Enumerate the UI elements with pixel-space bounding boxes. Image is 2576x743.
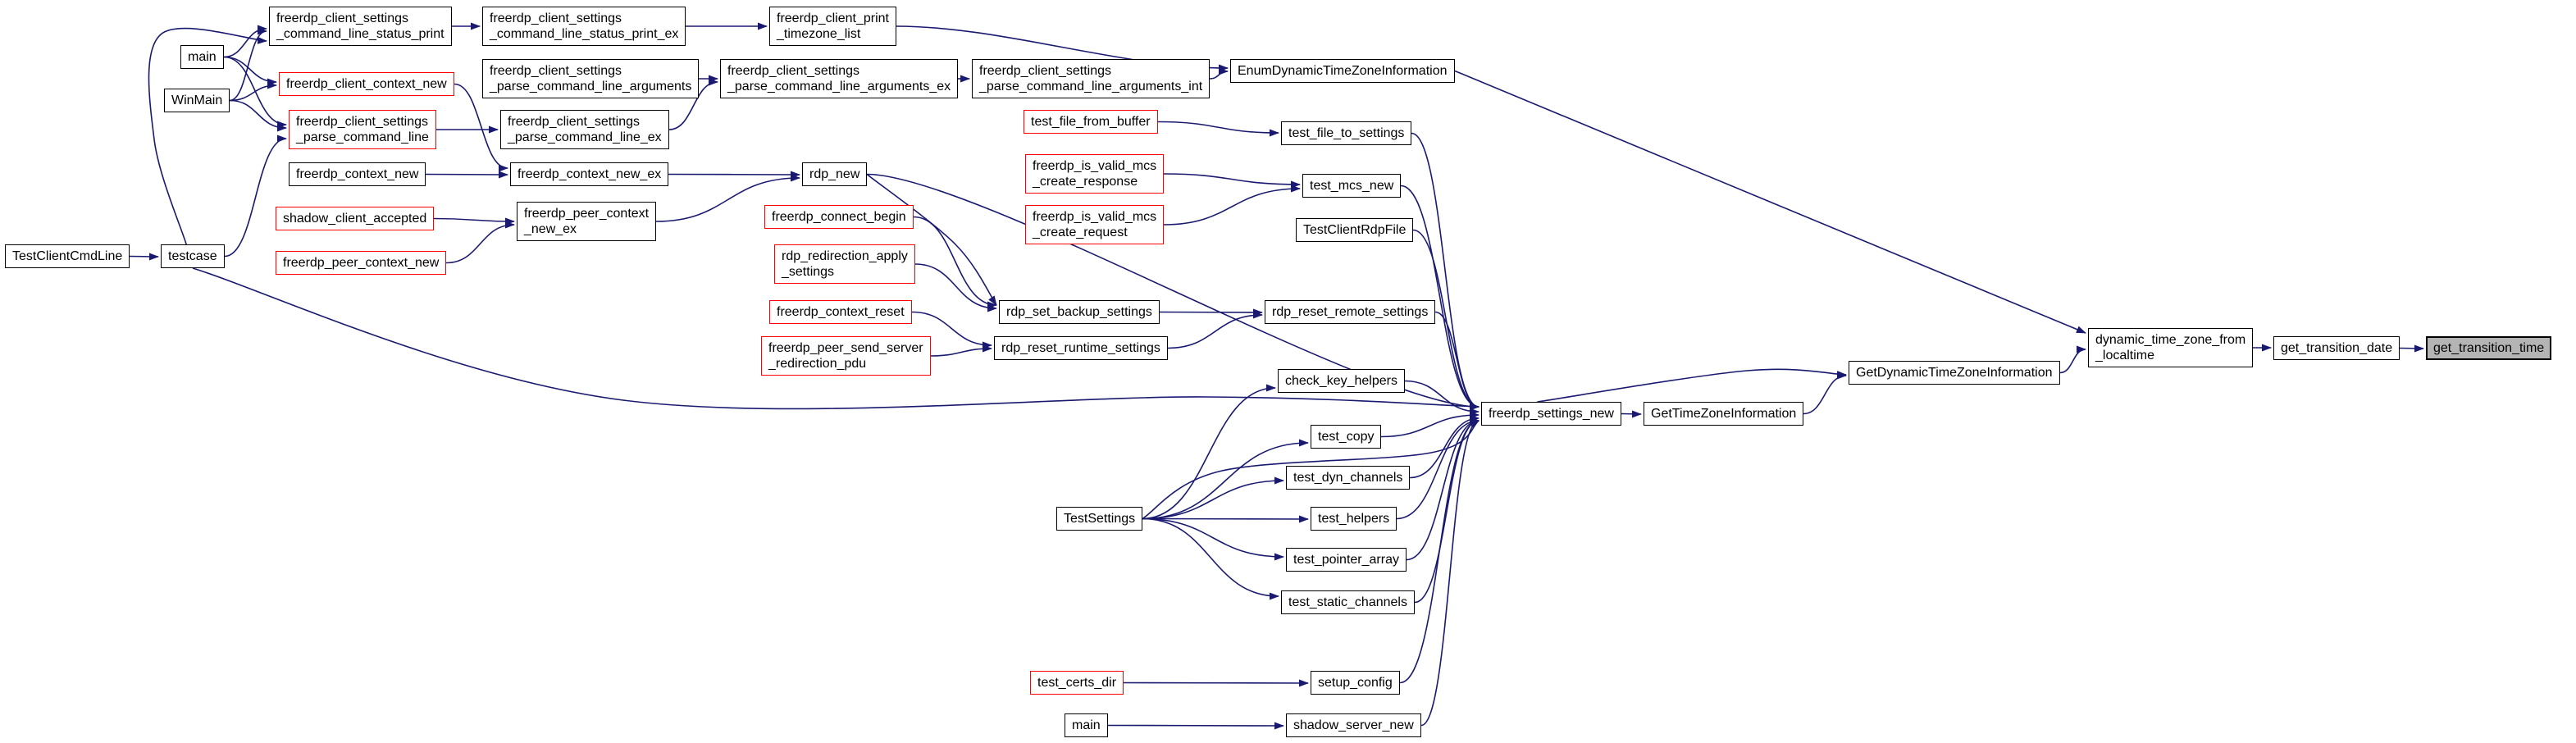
- edge-connect_begin-rdp_set_backup_settings: [913, 216, 997, 309]
- edge-testcase-client_status_print: [148, 27, 267, 245]
- node-client_status_print_ex[interactable]: freerdp_client_settings _command_line_st…: [482, 7, 686, 47]
- node-get_dynamic_tz_info[interactable]: GetDynamicTimeZoneInformation: [1849, 361, 2060, 385]
- node-test_file_to_settings[interactable]: test_file_to_settings: [1281, 121, 1412, 146]
- edge-enum_dynamic_tz-dynamic_tz_from_localtime: [1454, 70, 2086, 334]
- node-mcs_create_response[interactable]: freerdp_is_valid_mcs _create_response: [1025, 154, 1165, 194]
- edge-winmain-client_status_print: [229, 27, 267, 102]
- node-rdp_set_backup_settings[interactable]: rdp_set_backup_settings: [999, 300, 1160, 325]
- node-check_key_helpers[interactable]: check_key_helpers: [1278, 369, 1405, 394]
- node-dynamic_tz_from_localtime[interactable]: dynamic_time_zone_from _localtime: [2088, 328, 2254, 368]
- node-client_parse_args[interactable]: freerdp_client_settings _parse_command_l…: [482, 59, 700, 99]
- edge-test_certs_dir-setup_config: [1123, 679, 1309, 687]
- node-main_client[interactable]: main: [180, 45, 224, 70]
- node-test_file_from_buffer[interactable]: test_file_from_buffer: [1024, 110, 1158, 134]
- edge-mcs_create_request-test_mcs_new: [1163, 185, 1301, 226]
- edge-peer_send_redirection-rdp_reset_runtime_settings: [930, 344, 992, 357]
- node-main_shadow[interactable]: main: [1065, 713, 1108, 738]
- node-test_dyn_channels[interactable]: test_dyn_channels: [1286, 466, 1411, 490]
- node-redirection_apply[interactable]: rdp_redirection_apply _settings: [774, 244, 915, 285]
- node-peer_context_new_ex[interactable]: freerdp_peer_context _new_ex: [517, 202, 657, 242]
- edge-get_tz_info-get_dynamic_tz_info: [1803, 372, 1847, 415]
- edge-peer_context_new_ex-rdp_new: [655, 174, 800, 222]
- node-client_parse_args_ex[interactable]: freerdp_client_settings _parse_command_l…: [720, 59, 959, 99]
- edge-test_copy-freerdp_settings_new: [1380, 411, 1479, 438]
- node-context_new_ex[interactable]: freerdp_context_new_ex: [510, 162, 669, 187]
- edge-setup_config-freerdp_settings_new: [1399, 417, 1479, 684]
- node-peer_context_new[interactable]: freerdp_peer_context_new: [276, 251, 447, 276]
- node-test_client_cmdline[interactable]: TestClientCmdLine: [5, 244, 130, 269]
- edge-test_file_from_buffer-test_file_to_settings: [1157, 121, 1279, 137]
- edge-client_parse_args_int-enum_dynamic_tz: [1209, 67, 1229, 80]
- node-testcase[interactable]: testcase: [161, 244, 225, 269]
- edge-winmain-client_context_new: [229, 81, 277, 102]
- node-freerdp_settings_new[interactable]: freerdp_settings_new: [1481, 402, 1621, 426]
- node-enum_dynamic_tz[interactable]: EnumDynamicTimeZoneInformation: [1230, 59, 1455, 84]
- node-client_context_new[interactable]: freerdp_client_context_new: [279, 72, 454, 97]
- edge-test_dyn_channels-freerdp_settings_new: [1409, 414, 1479, 479]
- edge-test_mcs_new-freerdp_settings_new: [1400, 185, 1479, 411]
- node-context_new[interactable]: freerdp_context_new: [289, 162, 426, 187]
- edge-main_shadow-shadow_server_new: [1107, 722, 1284, 730]
- edge-client_context_new-context_new_ex: [454, 83, 508, 172]
- edge-testcase-client_parse_cmdline: [224, 134, 287, 258]
- edge-test_helpers-freerdp_settings_new: [1396, 417, 1479, 520]
- node-context_reset[interactable]: freerdp_context_reset: [769, 300, 912, 325]
- edge-test_settings-test_static_channels: [1142, 517, 1279, 600]
- edge-get_dynamic_tz_info-dynamic_tz_from_localtime: [2059, 345, 2086, 374]
- node-test_static_channels[interactable]: test_static_channels: [1281, 590, 1415, 615]
- edge-test_settings-test_pointer_array: [1142, 517, 1284, 561]
- edge-testcase-freerdp_settings_new: [192, 267, 1479, 411]
- edge-rdp_set_backup_settings-rdp_reset_remote_settings: [1159, 308, 1263, 317]
- node-test_pointer_array[interactable]: test_pointer_array: [1286, 548, 1407, 572]
- node-rdp_reset_remote_settings[interactable]: rdp_reset_remote_settings: [1265, 300, 1436, 325]
- edge-shadow_server_new-freerdp_settings_new: [1420, 417, 1479, 727]
- edge-rdp_new-rdp_set_backup_settings: [866, 173, 997, 306]
- edge-test_client_cmdline-testcase: [129, 253, 159, 261]
- node-client_parse_cmdline[interactable]: freerdp_client_settings _parse_command_l…: [289, 110, 436, 150]
- edge-test_settings-test_helpers: [1142, 515, 1309, 523]
- edge-rdp_new-freerdp_settings_new: [866, 173, 1479, 411]
- node-rdp_new[interactable]: rdp_new: [802, 162, 868, 187]
- node-test_settings[interactable]: TestSettings: [1056, 507, 1143, 531]
- node-setup_config[interactable]: setup_config: [1311, 671, 1400, 695]
- node-get_tz_info[interactable]: GetTimeZoneInformation: [1644, 402, 1804, 426]
- edge-freerdp_settings_new-get_dynamic_tz_info: [1537, 368, 1847, 403]
- node-test_certs_dir[interactable]: test_certs_dir: [1030, 671, 1124, 695]
- node-mcs_create_request[interactable]: freerdp_is_valid_mcs _create_request: [1025, 205, 1165, 245]
- node-test_mcs_new[interactable]: test_mcs_new: [1302, 174, 1402, 198]
- node-rdp_reset_runtime_settings[interactable]: rdp_reset_runtime_settings: [994, 336, 1168, 361]
- edge-check_key_helpers-freerdp_settings_new: [1404, 380, 1479, 416]
- node-connect_begin[interactable]: freerdp_connect_begin: [764, 205, 914, 230]
- node-client_status_print[interactable]: freerdp_client_settings _command_line_st…: [269, 7, 452, 47]
- node-get_transition_time[interactable]: get_transition_time: [2426, 336, 2552, 361]
- node-shadow_client_accepted[interactable]: shadow_client_accepted: [276, 207, 435, 231]
- node-test_copy[interactable]: test_copy: [1311, 425, 1382, 449]
- edge-rdp_reset_runtime_settings-rdp_reset_remote_settings: [1167, 311, 1263, 349]
- edge-freerdp_settings_new-get_tz_info: [1621, 410, 1642, 418]
- edge-test_client_rdp_file-freerdp_settings_new: [1412, 229, 1479, 411]
- node-get_transition_date[interactable]: get_transition_date: [2273, 336, 2400, 361]
- edge-winmain-client_parse_cmdline: [229, 99, 287, 132]
- edge-shadow_client_accepted-peer_context_new_ex: [433, 217, 515, 226]
- node-peer_send_redirection[interactable]: freerdp_peer_send_server _redirection_pd…: [761, 336, 931, 376]
- edge-mcs_create_response-test_mcs_new: [1163, 173, 1301, 189]
- node-client_parse_args_int[interactable]: freerdp_client_settings _parse_command_l…: [972, 59, 1210, 99]
- node-test_client_rdp_file[interactable]: TestClientRdpFile: [1296, 218, 1414, 243]
- edge-test_settings-check_key_helpers: [1142, 384, 1276, 520]
- node-client_parse_cmdline_ex[interactable]: freerdp_client_settings _parse_command_l…: [500, 110, 669, 150]
- edge-peer_context_new-peer_context_new_ex: [445, 221, 515, 264]
- edge-test_settings-test_copy: [1142, 439, 1309, 520]
- edge-context_reset-rdp_reset_runtime_settings: [911, 311, 992, 349]
- edge-redirection_apply-rdp_set_backup_settings: [914, 263, 997, 312]
- edge-test_pointer_array-freerdp_settings_new: [1406, 417, 1479, 561]
- node-winmain[interactable]: WinMain: [164, 89, 230, 113]
- edge-client_parse_cmdline_ex-client_parse_args_ex: [668, 78, 718, 130]
- node-test_helpers[interactable]: test_helpers: [1311, 507, 1397, 531]
- node-shadow_server_new[interactable]: shadow_server_new: [1286, 713, 1421, 738]
- edge-test_file_to_settings-freerdp_settings_new: [1411, 132, 1479, 411]
- node-client_print_timezone[interactable]: freerdp_client_print _timezone_list: [769, 7, 896, 47]
- edge-test_settings-test_dyn_channels: [1142, 476, 1284, 520]
